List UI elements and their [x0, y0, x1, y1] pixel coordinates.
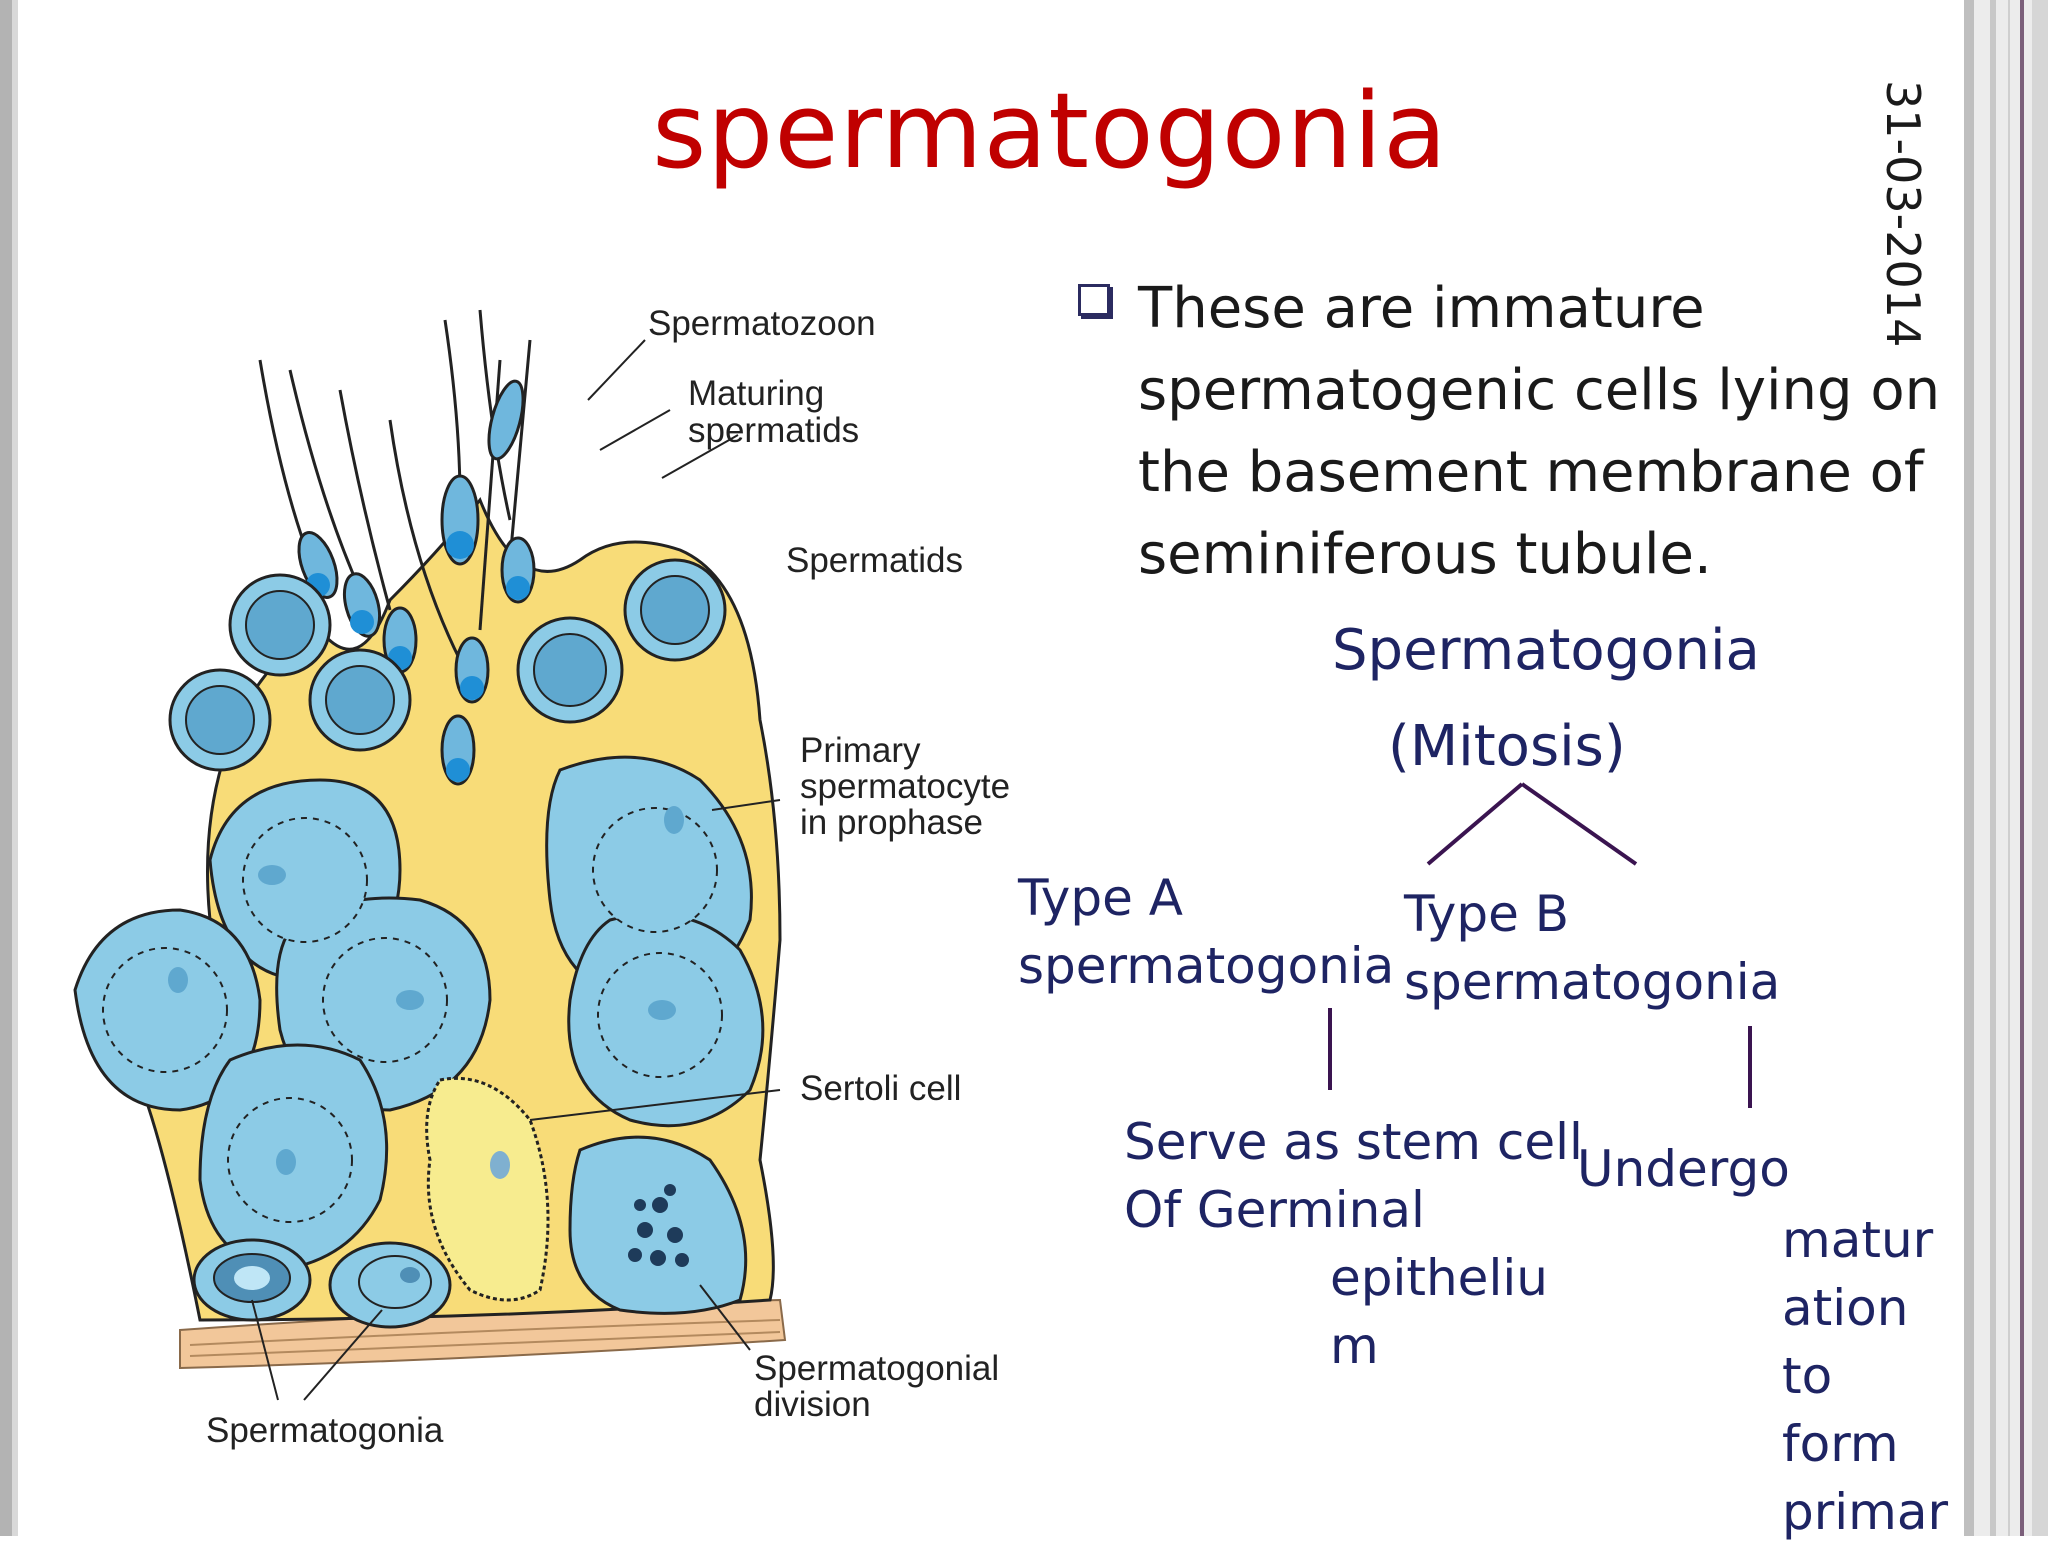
type-a-line2: spermatogonia: [1018, 937, 1395, 995]
stem-line2: Of Germinal: [1124, 1181, 1425, 1239]
label-primary-line2: spermatocyte: [800, 767, 1010, 806]
square-bullet-icon: [1078, 284, 1110, 316]
maturation-line3: to: [1782, 1347, 1833, 1405]
type-b-line1: Type B: [1404, 885, 1570, 943]
stem-line3: epitheliu: [1330, 1249, 1548, 1307]
tree-stem-cell-note: Serve as stem cell Of Germinal epitheliu…: [1124, 1108, 1583, 1380]
label-sertoli-cell: Sertoli cell: [800, 1069, 961, 1108]
stem-line4: m: [1330, 1317, 1379, 1375]
label-primary-line1: Primary: [800, 731, 921, 770]
label-maturing-line1: Maturing: [688, 374, 824, 413]
tree-maturation-note: matur ation to form primar: [1782, 1206, 1948, 1546]
right-frame-border: [1964, 0, 2048, 1536]
tree-root-spermatogonia: Spermatogonia: [1332, 618, 1760, 683]
type-a-line1: Type A: [1018, 869, 1183, 927]
left-frame-border-inner: [12, 0, 18, 1536]
seminiferous-epithelium-diagram: Spermatozoon Maturing spermatids Spermat…: [73, 304, 1010, 1450]
maturation-line1: matur: [1782, 1211, 1934, 1269]
label-division-line2: division: [754, 1385, 871, 1424]
maturation-line5: primar: [1782, 1483, 1949, 1541]
tree-type-b: Type B spermatogonia: [1404, 880, 1780, 1016]
branch-left: [1426, 782, 1524, 866]
maturation-line2: ation: [1782, 1279, 1909, 1337]
maturation-line4: form: [1782, 1415, 1899, 1473]
label-primary-line3: in prophase: [800, 803, 983, 842]
bullet-text: These are immature spermatogenic cells l…: [1138, 276, 1941, 587]
label-maturing-line2: spermatids: [688, 411, 859, 450]
stem-line1: Serve as stem cell: [1124, 1113, 1583, 1171]
label-spermatozoon: Spermatozoon: [648, 304, 876, 343]
tree-type-a: Type A spermatogonia: [1018, 864, 1394, 1000]
tree-undergo: Undergo: [1577, 1140, 1790, 1198]
slide-title: spermatogonia: [652, 70, 1448, 192]
label-spermatogonia: Spermatogonia: [206, 1411, 444, 1450]
type-b-line2: spermatogonia: [1404, 953, 1781, 1011]
tree-process-mitosis: (Mitosis): [1388, 714, 1626, 779]
branch-right: [1520, 782, 1638, 866]
label-division-line1: Spermatogonial: [754, 1349, 999, 1388]
left-frame-border: [0, 0, 12, 1536]
label-spermatids: Spermatids: [786, 541, 963, 580]
sertoli-nucleus: [425, 1076, 550, 1302]
